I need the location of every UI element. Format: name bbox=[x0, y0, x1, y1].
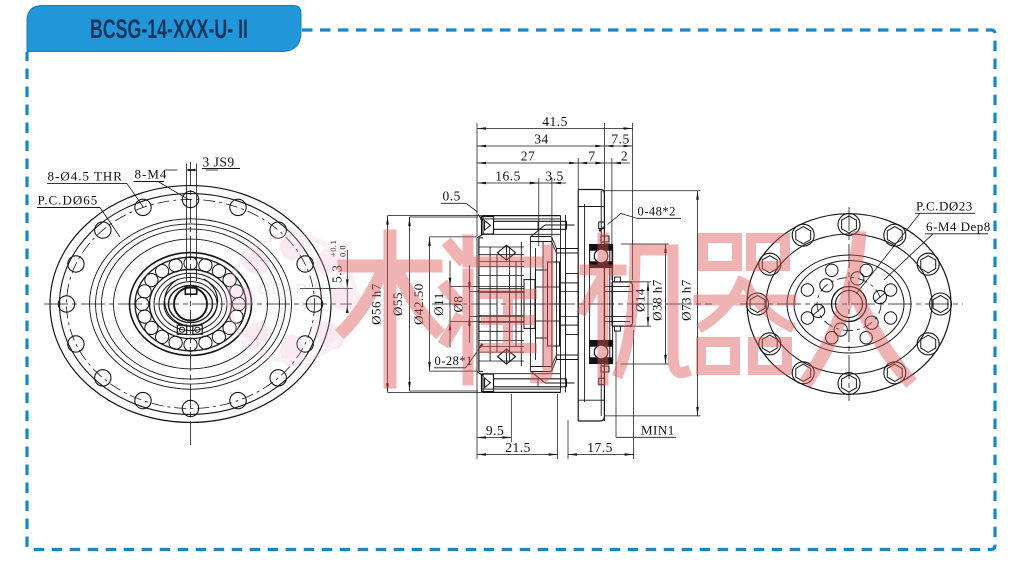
svg-text:17.5: 17.5 bbox=[587, 440, 613, 455]
svg-text:Ø8: Ø8 bbox=[451, 296, 466, 313]
svg-text:Ø14: Ø14 bbox=[633, 288, 648, 312]
svg-text:7.5: 7.5 bbox=[611, 132, 629, 147]
svg-text:2: 2 bbox=[621, 149, 628, 164]
svg-text:27: 27 bbox=[521, 149, 536, 164]
svg-text:Ø73 h7: Ø73 h7 bbox=[679, 279, 694, 321]
svg-text:GEAR'N: GEAR'N bbox=[258, 281, 326, 298]
svg-text:16.5: 16.5 bbox=[495, 169, 521, 184]
svg-text:Ø38 h7: Ø38 h7 bbox=[650, 279, 665, 321]
svg-text:0.5: 0.5 bbox=[443, 189, 461, 204]
svg-text:9.5: 9.5 bbox=[486, 423, 504, 438]
svg-text:0-48*2: 0-48*2 bbox=[638, 205, 676, 219]
svg-text:Ø55: Ø55 bbox=[390, 292, 405, 316]
svg-text:P.C.DØ23: P.C.DØ23 bbox=[916, 199, 973, 214]
svg-text:34: 34 bbox=[534, 132, 549, 147]
svg-text:MIN1: MIN1 bbox=[641, 423, 675, 438]
svg-text:0.0: 0.0 bbox=[338, 245, 348, 257]
svg-text:3.5: 3.5 bbox=[545, 169, 563, 184]
svg-text:BCSG-14-XXX-U- II: BCSG-14-XXX-U- II bbox=[90, 14, 248, 44]
svg-text:8-Ø4.5 THR: 8-Ø4.5 THR bbox=[48, 169, 123, 184]
svg-text:8-M4: 8-M4 bbox=[135, 167, 168, 182]
svg-text:Ø56 h7: Ø56 h7 bbox=[369, 283, 384, 325]
svg-text:3 JS9: 3 JS9 bbox=[203, 155, 235, 170]
svg-text:21.5: 21.5 bbox=[505, 440, 531, 455]
svg-text:Ø42.50: Ø42.50 bbox=[411, 283, 426, 325]
svg-text:5.3: 5.3 bbox=[330, 265, 345, 283]
svg-text:0-28*1: 0-28*1 bbox=[435, 354, 473, 368]
svg-text:P.C.DØ65: P.C.DØ65 bbox=[38, 193, 99, 208]
svg-text:41.5: 41.5 bbox=[542, 114, 568, 129]
svg-text:+0.1: +0.1 bbox=[328, 240, 338, 257]
svg-text:6-M4 Dep8: 6-M4 Dep8 bbox=[926, 219, 991, 234]
svg-text:Ø11: Ø11 bbox=[431, 292, 446, 315]
svg-text:7: 7 bbox=[588, 149, 595, 164]
